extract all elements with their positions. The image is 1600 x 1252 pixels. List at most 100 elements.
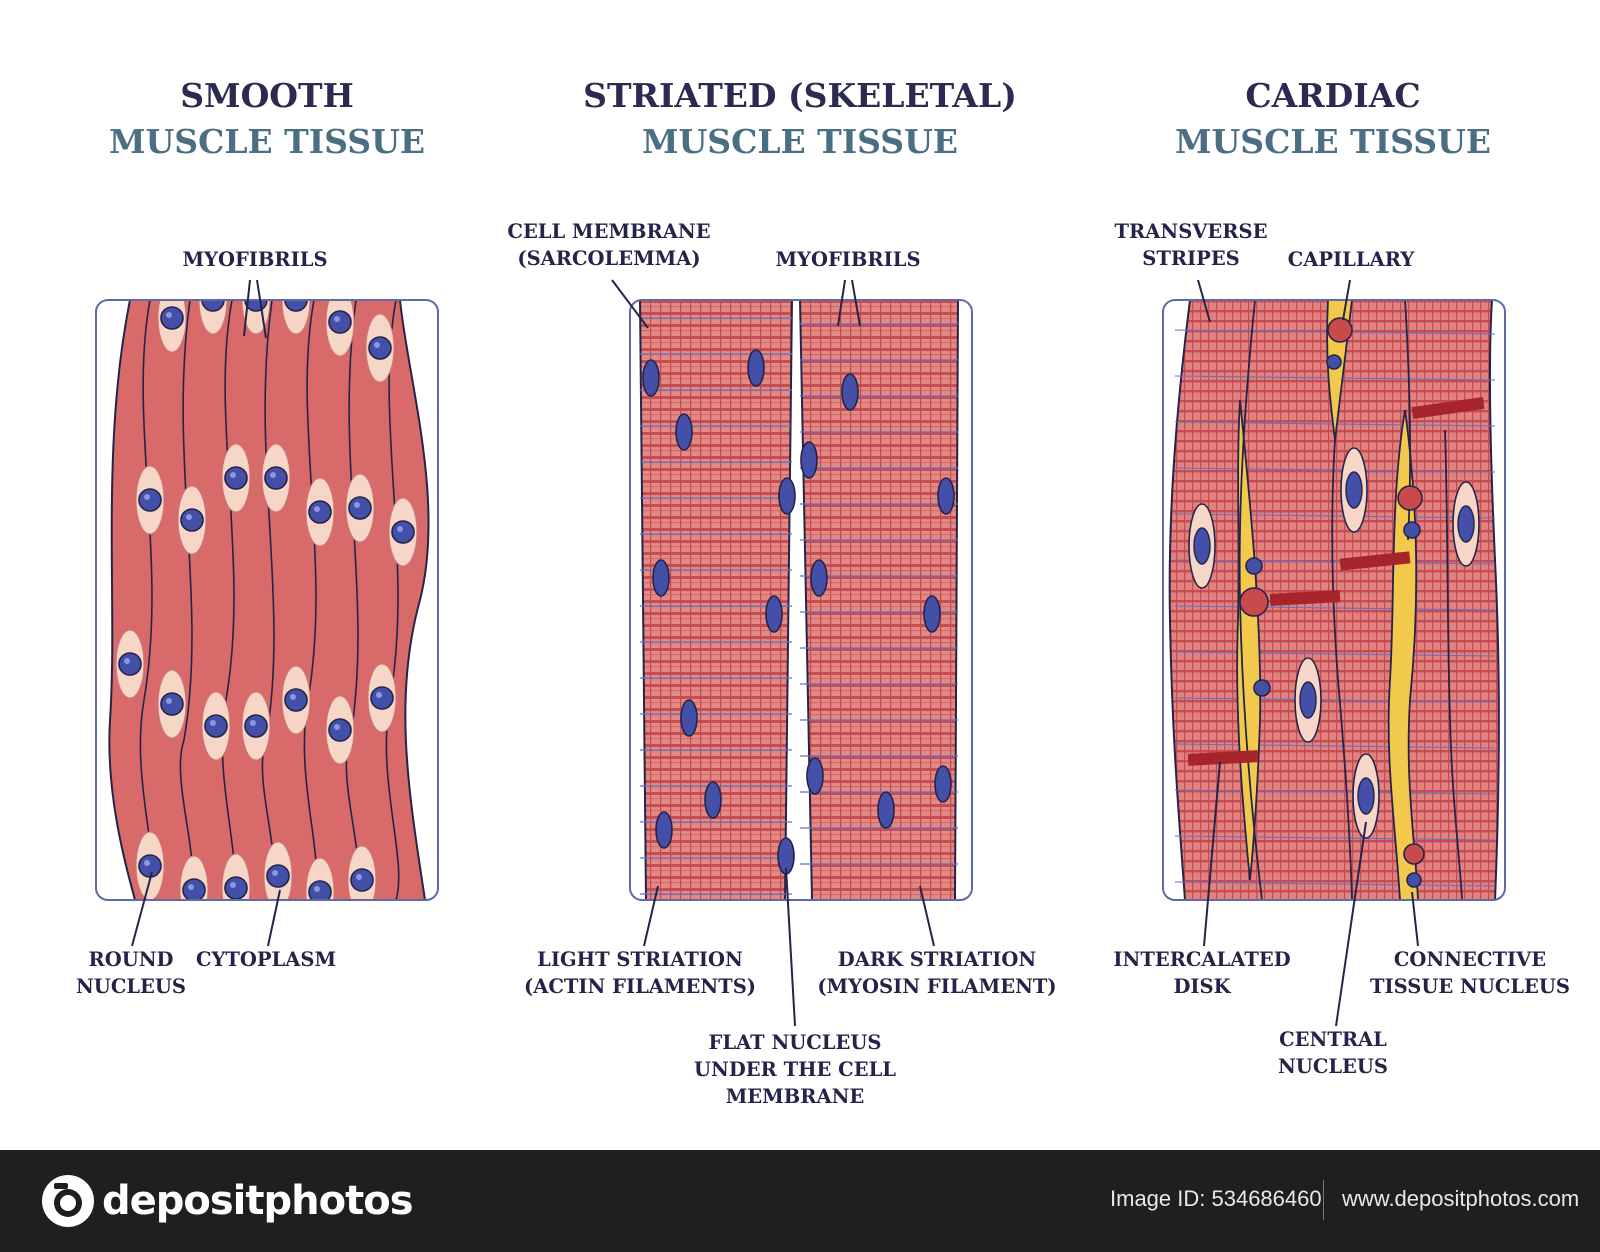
panel-title-cardiac: CARDIAC MUSCLE TISSUE: [1175, 76, 1491, 161]
title-smooth-line1: SMOOTH: [180, 76, 354, 115]
round-nucleus: [177, 485, 207, 555]
label-round-nucleus: ROUND NUCLEUS: [76, 948, 186, 998]
label-round-nucleus-line1: ROUND: [89, 948, 174, 971]
title-striated-line1: STRIATED (SKELETAL): [583, 76, 1017, 115]
title-cardiac-line1: CARDIAC: [1245, 76, 1420, 115]
label-flat-nucleus: FLAT NUCLEUS UNDER THE CELL MEMBRANE: [694, 1031, 896, 1108]
flat-nucleus: [877, 791, 895, 829]
round-nucleus: [135, 465, 165, 535]
label-flat-nucleus-line1: FLAT NUCLEUS: [709, 1031, 882, 1054]
label-light-striation: LIGHT STRIATION (ACTIN FILAMENTS): [524, 948, 756, 998]
flat-nucleus: [841, 373, 859, 411]
blue-striation-line: [1174, 559, 1496, 565]
flat-nucleus: [642, 359, 660, 397]
round-nucleus: [263, 841, 293, 900]
connective-tissue-nucleus: [1403, 843, 1425, 865]
camera-logo-icon: [42, 1175, 94, 1227]
flat-nucleus: [680, 699, 698, 737]
label-round-nucleus-line2: NUCLEUS: [76, 975, 186, 998]
label-cell-membrane-line2: (SARCOLEMMA): [517, 247, 700, 270]
label-light-striation-line1: LIGHT STRIATION: [537, 948, 743, 971]
flat-nucleus: [778, 477, 796, 515]
round-nucleus: [305, 857, 335, 900]
leader-light-striation: [643, 885, 659, 947]
label-cell-membrane-line1: CELL MEMBRANE: [507, 220, 710, 243]
label-capillary: CAPILLARY: [1288, 248, 1416, 271]
central-nucleus: [1188, 503, 1216, 589]
label-connective-tissue-nucleus: CONNECTIVE TISSUE NUCLEUS: [1370, 948, 1570, 998]
label-smooth-myofibrils: MYOFIBRILS: [182, 248, 327, 271]
title-cardiac-line2: MUSCLE TISSUE: [1175, 122, 1491, 161]
label-intercalated-disk-line1: INTERCALATED: [1113, 948, 1290, 971]
flat-nucleus: [747, 349, 765, 387]
central-nucleus: [1352, 753, 1380, 839]
panel-title-striated: STRIATED (SKELETAL) MUSCLE TISSUE: [583, 76, 1017, 161]
title-striated-line2: MUSCLE TISSUE: [642, 122, 958, 161]
flat-nucleus: [810, 559, 828, 597]
label-central-nucleus-line1: CENTRAL: [1279, 1028, 1387, 1051]
label-light-striation-line2: (ACTIN FILAMENTS): [524, 975, 756, 998]
connective-tissue-nucleus: [1253, 679, 1271, 697]
round-nucleus: [367, 663, 397, 733]
leader-cytoplasm: [267, 889, 281, 947]
flat-nucleus: [765, 595, 783, 633]
flat-nucleus: [652, 559, 670, 597]
label-central-nucleus: CENTRAL NUCLEUS: [1278, 1028, 1388, 1078]
round-nucleus: [325, 300, 355, 357]
round-nucleus: [115, 629, 145, 699]
label-connective-tissue-nucleus-line2: TISSUE NUCLEUS: [1370, 975, 1570, 998]
round-nucleus: [365, 313, 395, 383]
connective-tissue-nucleus: [1406, 872, 1422, 888]
flat-nucleus: [800, 441, 818, 479]
leader-round-nucleus: [131, 871, 153, 947]
footer-divider: [1323, 1180, 1324, 1220]
central-nucleus: [1294, 657, 1322, 743]
panel-title-smooth: SMOOTH MUSCLE TISSUE: [109, 76, 425, 161]
leader-central-nucleus: [1335, 821, 1367, 1027]
leader-cell-membrane: [611, 279, 649, 329]
round-nucleus: [281, 665, 311, 735]
title-smooth-line2: MUSCLE TISSUE: [109, 122, 425, 161]
label-cell-membrane: CELL MEMBRANE (SARCOLEMMA): [507, 220, 710, 270]
smooth-muscle-panel: [95, 299, 439, 901]
striated-panel-frame: [629, 299, 973, 901]
blue-striation-line: [1174, 697, 1496, 703]
connective-tissue-nucleus: [1239, 587, 1269, 617]
blue-striation-line: [1174, 513, 1496, 519]
cardiac-muscle-fibers: [1168, 300, 1500, 900]
flat-nucleus: [655, 811, 673, 849]
label-transverse-stripes-line1: TRANSVERSE: [1115, 220, 1268, 243]
footer-bar: depositphotos Image ID: 534686460 www.de…: [0, 1150, 1600, 1252]
round-nucleus: [241, 691, 271, 761]
blue-striation-line: [1174, 881, 1496, 887]
blue-striation-line: [1174, 835, 1496, 841]
round-nucleus: [305, 477, 335, 547]
leader-intercalated-disk: [1203, 761, 1221, 947]
label-striated-myofibrils: MYOFIBRILS: [775, 248, 920, 271]
label-intercalated-disk: INTERCALATED DISK: [1113, 948, 1290, 998]
depositphotos-logo[interactable]: depositphotos: [40, 1173, 414, 1229]
blue-striation-line: [1174, 789, 1496, 795]
logo-text: depositphotos: [102, 1178, 414, 1224]
round-nucleus: [261, 443, 291, 513]
smooth-panel-frame: [95, 299, 439, 901]
cardiac-panel-frame: [1162, 299, 1506, 901]
flat-nucleus: [675, 413, 693, 451]
flat-nucleus: [806, 757, 824, 795]
round-nucleus: [198, 300, 228, 335]
striated-fiber-right: [798, 300, 960, 900]
flat-nucleus: [704, 781, 722, 819]
connective-tissue-nucleus: [1326, 354, 1342, 370]
label-dark-striation: DARK STRIATION (MYOSIN FILAMENT): [817, 948, 1056, 998]
blue-striation-line: [1174, 743, 1496, 749]
label-dark-striation-line2: (MYOSIN FILAMENT): [817, 975, 1056, 998]
label-flat-nucleus-line2: UNDER THE CELL: [694, 1058, 896, 1081]
label-cytoplasm: CYTOPLASM: [196, 948, 336, 971]
leader-flat-nucleus: [785, 867, 796, 1027]
site-url[interactable]: www.depositphotos.com: [1342, 1186, 1580, 1211]
blue-striation-line: [1174, 605, 1496, 611]
leader-striated-myofibrils: [837, 279, 861, 327]
flat-nucleus: [934, 765, 952, 803]
round-nucleus: [221, 853, 251, 900]
diagram-canvas: SMOOTH MUSCLE TISSUE STRIATED (SKELETAL)…: [75, 76, 1571, 1108]
